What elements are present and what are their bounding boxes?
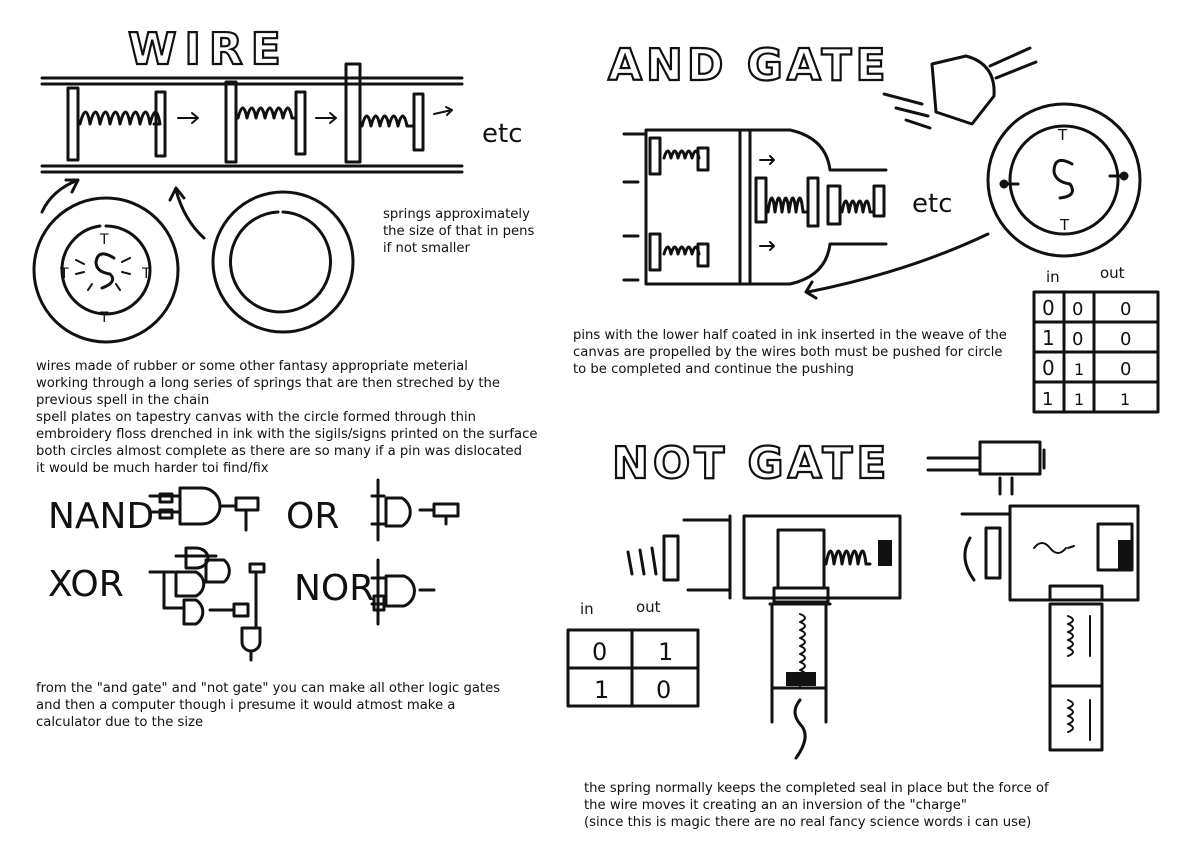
svg-text:1: 1 xyxy=(1042,326,1055,350)
svg-text:0: 0 xyxy=(1042,356,1055,380)
not-gate-mechanism-right xyxy=(960,504,1140,752)
wire-empty-circle xyxy=(211,190,355,334)
nor-gate-sketch xyxy=(370,558,436,626)
title-and-gate: AND GATE xyxy=(608,40,890,91)
arrow-curve-right xyxy=(168,186,206,240)
nand-gate-sketch xyxy=(148,486,260,532)
svg-text:in: in xyxy=(1046,268,1060,286)
svg-text:T: T xyxy=(141,266,151,282)
arrow-curve-left xyxy=(40,178,80,214)
svg-text:0: 0 xyxy=(656,676,671,704)
title-wire: WIRE xyxy=(128,24,289,75)
svg-text:out: out xyxy=(1100,264,1125,282)
title-not-gate: NOT GATE xyxy=(612,438,890,489)
svg-text:T: T xyxy=(1059,216,1070,234)
svg-text:0: 0 xyxy=(1120,299,1131,320)
etc-and: etc xyxy=(912,189,953,219)
svg-text:T: T xyxy=(59,266,69,282)
note-logic-gates: from the "and gate" and "not gate" you c… xyxy=(36,681,501,730)
svg-text:1: 1 xyxy=(594,676,609,704)
svg-text:1: 1 xyxy=(1074,390,1084,409)
label-xor: XOR xyxy=(48,564,124,605)
svg-text:0: 0 xyxy=(1042,296,1055,320)
svg-text:0: 0 xyxy=(1120,329,1131,350)
svg-text:0: 0 xyxy=(592,638,607,666)
label-nand: NAND xyxy=(48,496,154,537)
note-wires: wires made of rubber or some other fanta… xyxy=(36,359,538,476)
xor-gate-sketch xyxy=(148,546,266,662)
or-gate-sketch xyxy=(370,478,460,542)
svg-text:1: 1 xyxy=(1120,390,1130,409)
and-gate-mechanism xyxy=(622,128,990,300)
svg-text:1: 1 xyxy=(1074,360,1084,379)
svg-text:1: 1 xyxy=(658,638,673,666)
svg-text:0: 0 xyxy=(1072,299,1083,320)
svg-text:1: 1 xyxy=(1042,389,1053,410)
wire-tube xyxy=(40,62,464,174)
svg-text:out: out xyxy=(636,598,661,616)
not-gate-mechanism-left xyxy=(626,514,902,760)
svg-text:T: T xyxy=(99,310,109,326)
and-spell-circle: T T xyxy=(986,102,1142,258)
label-nor: NOR xyxy=(294,568,374,609)
label-or: OR xyxy=(286,496,339,537)
svg-text:0: 0 xyxy=(1120,359,1131,380)
svg-text:T: T xyxy=(99,232,109,248)
not-truth-table: in out 0 1 1 0 xyxy=(566,598,700,708)
wire-spell-circle: T T T T xyxy=(32,196,180,344)
and-truth-table: in out 0 0 0 1 0 0 0 1 0 1 1 1 xyxy=(1032,264,1160,414)
svg-text:in: in xyxy=(580,600,594,618)
svg-text:T: T xyxy=(1057,126,1068,144)
svg-text:0: 0 xyxy=(1072,329,1083,350)
not-gate-symbol xyxy=(926,440,1046,496)
and-gate-symbol xyxy=(882,46,1038,130)
etc-wire: etc xyxy=(482,119,523,149)
note-spring-not: the spring normally keeps the completed … xyxy=(584,781,1049,830)
note-springs: springs approximately the size of that i… xyxy=(383,207,535,256)
note-pins: pins with the lower half coated in ink i… xyxy=(573,328,1007,377)
